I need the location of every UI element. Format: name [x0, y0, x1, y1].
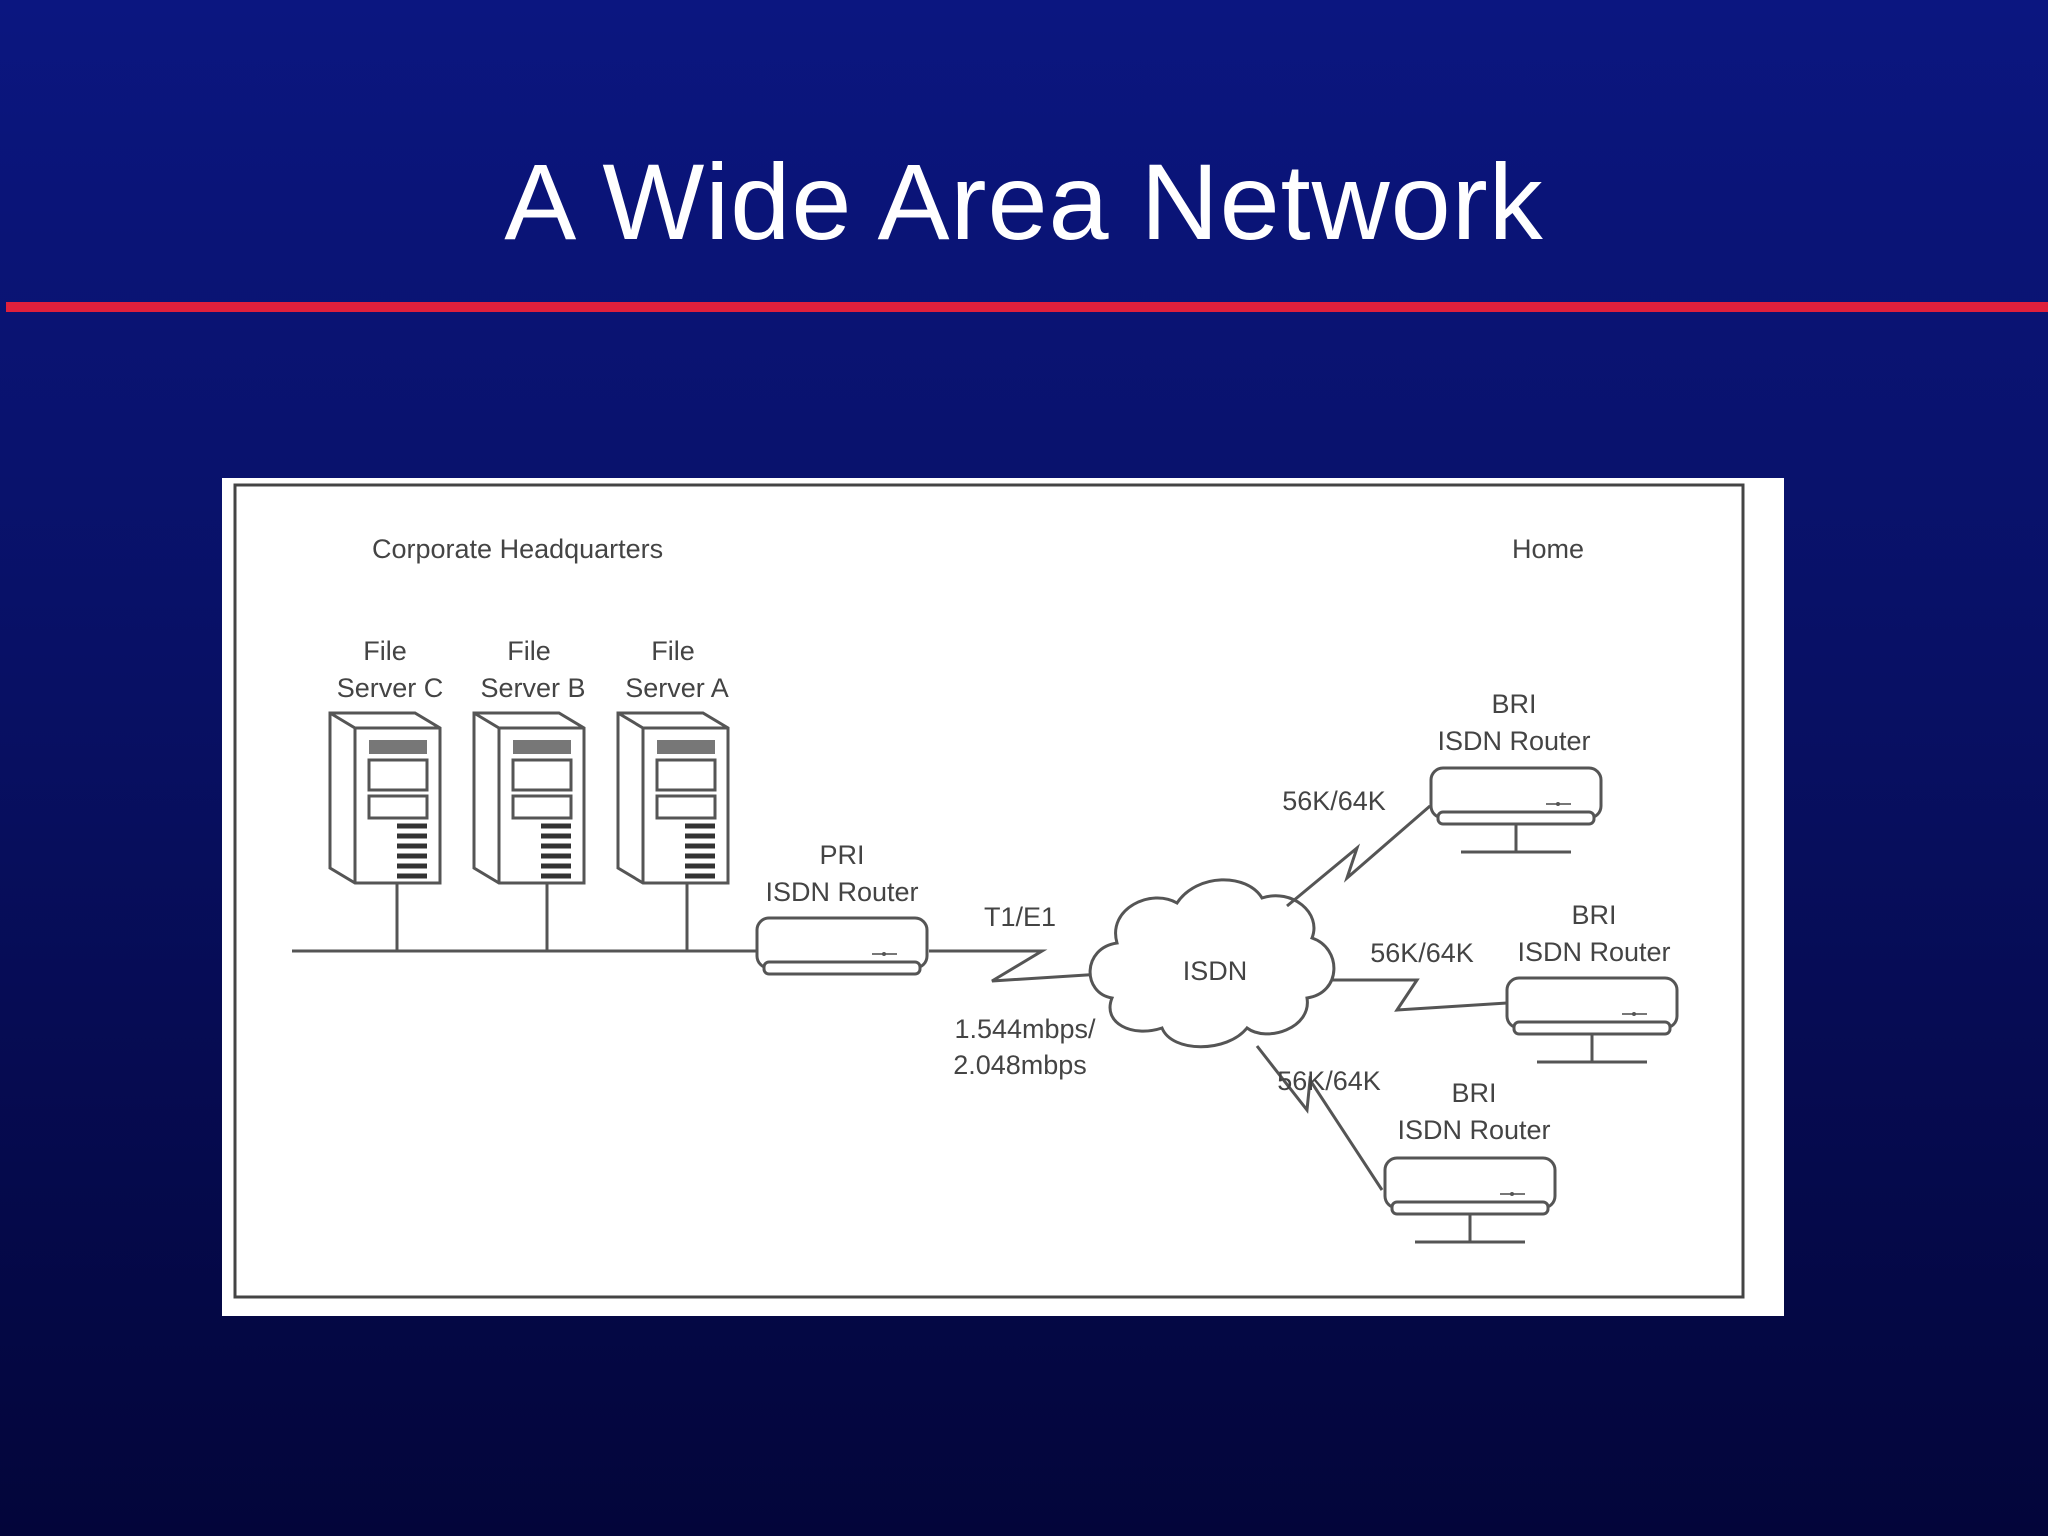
bri-router-bottom-label-line2: ISDN Router	[1397, 1115, 1550, 1145]
bri-router-middle-label-line1: BRI	[1571, 900, 1616, 930]
bri-link-top-speed: 56K/64K	[1282, 786, 1386, 816]
wan-diagram: Corporate Headquarters Home File Server …	[222, 478, 1784, 1316]
bri-router-bottom: BRI ISDN Router	[1383, 1078, 1557, 1244]
file-server-a: File Server A	[618, 636, 729, 951]
router-icon	[755, 916, 929, 976]
isdn-cloud: ISDN	[1088, 878, 1336, 1049]
router-stand	[1413, 1212, 1527, 1244]
server-tower-icon	[618, 713, 728, 883]
bri-link-middle-speed: 56K/64K	[1370, 938, 1474, 968]
file-server-c-label-line2: Server C	[337, 673, 444, 703]
title-divider	[6, 302, 2048, 312]
router-stand	[1535, 1032, 1649, 1064]
hq-label: Corporate Headquarters	[372, 534, 663, 564]
trunk-speed-line1: 1.544mbps/	[954, 1014, 1096, 1044]
slide-title: A Wide Area Network	[504, 141, 1544, 262]
router-stand	[1459, 822, 1573, 854]
pri-router-label-line2: ISDN Router	[765, 877, 918, 907]
isdn-cloud-label: ISDN	[1183, 956, 1248, 986]
bri-router-bottom-label-line1: BRI	[1451, 1078, 1496, 1108]
bri-link-top	[1286, 804, 1431, 908]
pri-router-label-line1: PRI	[819, 840, 864, 870]
bri-link-middle	[1332, 978, 1508, 1012]
router-icon	[1429, 766, 1603, 826]
bri-router-top-label-line2: ISDN Router	[1437, 726, 1590, 756]
server-tower-icon	[330, 713, 440, 883]
file-server-a-label-line2: Server A	[625, 673, 729, 703]
diagram-frame	[233, 483, 1745, 1299]
bri-link-bottom-speed: 56K/64K	[1277, 1066, 1381, 1096]
bri-router-top-label-line1: BRI	[1491, 689, 1536, 719]
trunk-type-label: T1/E1	[984, 902, 1056, 932]
home-label: Home	[1512, 534, 1584, 564]
pri-router: PRI ISDN Router	[755, 840, 929, 976]
file-server-b-label-line1: File	[507, 636, 551, 666]
bri-router-middle: BRI ISDN Router	[1505, 900, 1679, 1064]
bri-router-top: BRI ISDN Router	[1429, 689, 1603, 854]
bri-router-middle-label-line2: ISDN Router	[1517, 937, 1670, 967]
t1-e1-trunk: T1/E1 1.544mbps/ 2.048mbps	[929, 902, 1103, 1080]
server-tower-icon	[474, 713, 584, 883]
bri-link-bottom	[1255, 1045, 1384, 1191]
router-icon	[1505, 976, 1679, 1036]
file-server-a-label-line1: File	[651, 636, 695, 666]
router-icon	[1383, 1156, 1557, 1216]
file-server-b: File Server B	[474, 636, 586, 951]
file-server-b-label-line2: Server B	[480, 673, 585, 703]
file-server-c-label-line1: File	[363, 636, 407, 666]
file-server-c: File Server C	[330, 636, 443, 951]
trunk-speed-line2: 2.048mbps	[953, 1050, 1087, 1080]
